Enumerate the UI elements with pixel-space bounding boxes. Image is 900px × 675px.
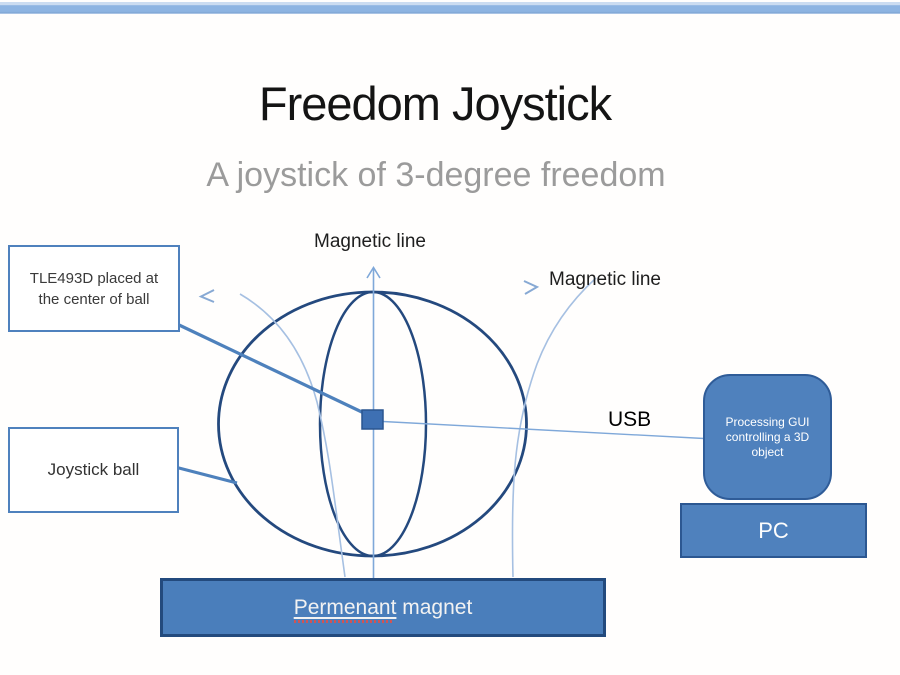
tle493d-callout-line1: TLE493D placed at bbox=[29, 269, 159, 287]
tle493d-callout-box: TLE493D placed at the center of ball bbox=[8, 245, 180, 332]
magnet-label-misspelled-word: Permenant bbox=[293, 595, 397, 619]
magnetic-line-label-right: Magnetic line bbox=[549, 269, 661, 290]
magnet-label-rest: magnet bbox=[396, 595, 473, 619]
usb-label: USB bbox=[608, 408, 652, 431]
pc-monitor-box: Processing GUI controlling a 3D object bbox=[703, 374, 832, 500]
tle493d-sensor-square bbox=[361, 409, 384, 430]
pc-base-label: PC bbox=[758, 517, 789, 543]
tle493d-callout-line2: the center of ball bbox=[38, 290, 150, 308]
magnetic-line-label-top: Magnetic line bbox=[314, 231, 426, 252]
magnetic-field-curve-left bbox=[239, 293, 346, 578]
slide-subtitle: A joystick of 3-degree freedom bbox=[206, 156, 666, 194]
joystick-ball-callout-box: Joystick ball bbox=[8, 427, 179, 513]
pc-monitor-text: Processing GUI controlling a 3D object bbox=[725, 414, 810, 459]
permanent-magnet-box: Permenant magnet bbox=[160, 578, 606, 637]
joystick-callout-line bbox=[174, 465, 238, 485]
arrow-left-icon bbox=[198, 289, 215, 303]
arrow-up-icon bbox=[366, 265, 381, 279]
slide-top-accent-bar bbox=[0, 2, 900, 14]
usb-connection-line bbox=[382, 420, 705, 440]
slide-title: Freedom Joystick bbox=[258, 77, 612, 130]
joystick-ball-label: Joystick ball bbox=[47, 460, 140, 479]
arrow-right-icon bbox=[523, 280, 540, 295]
magnetic-field-curve-right bbox=[511, 277, 597, 578]
tle-callout-line bbox=[176, 322, 367, 416]
pc-base-box: PC bbox=[680, 503, 867, 558]
